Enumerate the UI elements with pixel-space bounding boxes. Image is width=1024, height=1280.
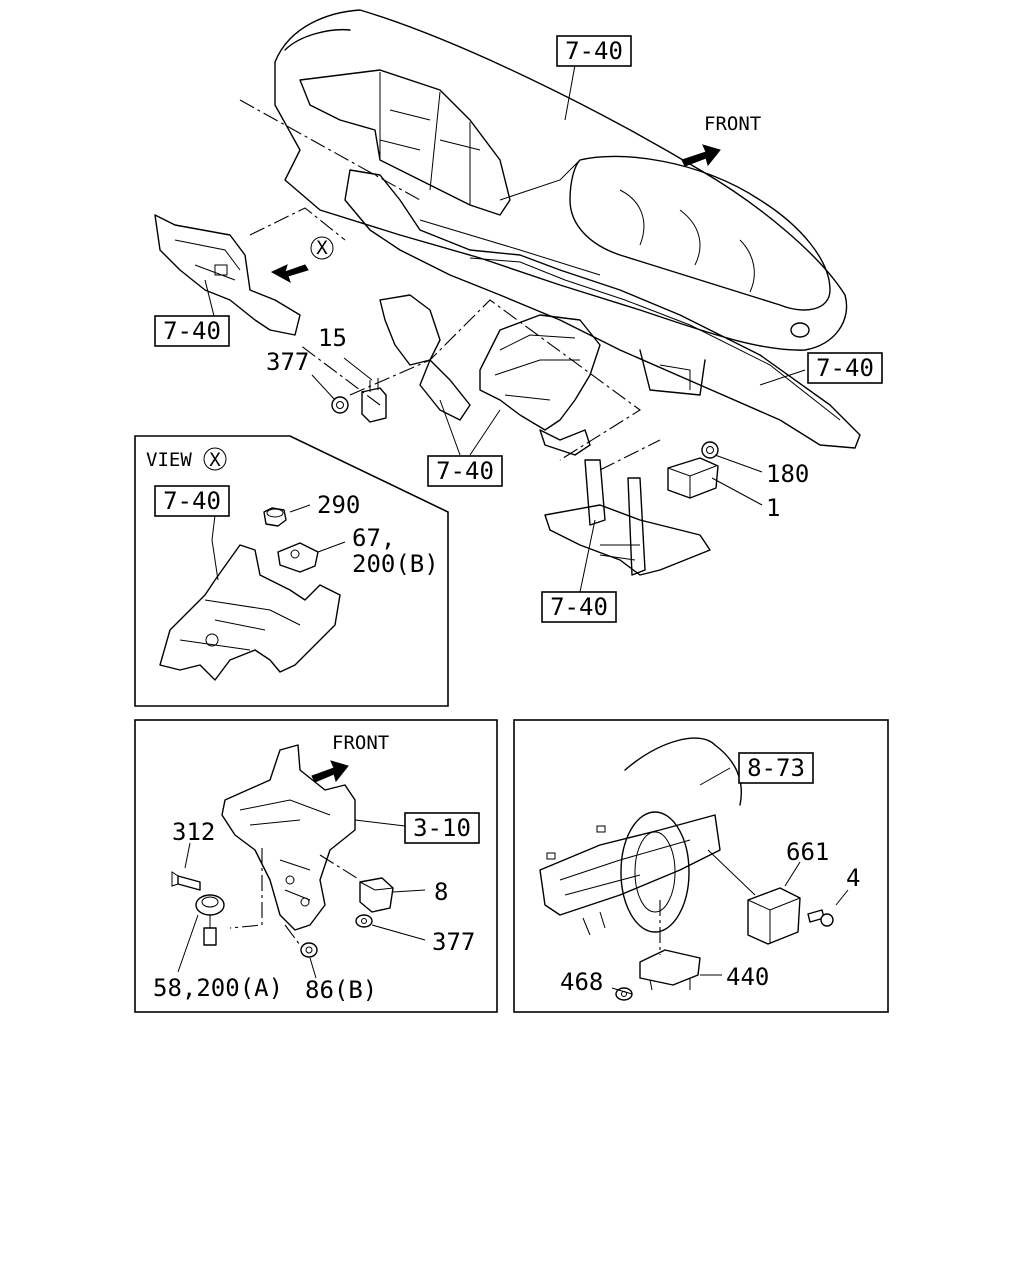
left-inset-part-312	[171, 871, 201, 891]
right-inset-ref-box[interactable]: 8-73	[738, 752, 814, 784]
right-inset-part-440	[639, 949, 701, 991]
view-x-bracket-drawing	[159, 544, 341, 681]
callout-290[interactable]: 290	[317, 491, 360, 519]
view-circle-icon: X	[310, 236, 334, 260]
callout-377[interactable]: 377	[266, 348, 309, 376]
part-1-module	[667, 441, 719, 499]
front-label: FRONT	[704, 113, 761, 135]
left-inset-ref-text: 3-10	[413, 814, 471, 842]
callout-4[interactable]: 4	[846, 864, 860, 892]
callout-312[interactable]: 312	[172, 818, 215, 846]
view-x-title: VIEW	[146, 449, 192, 471]
left-inset-part-86	[300, 942, 318, 958]
right-inset-panel: 8-73 661 4 468 440	[513, 719, 889, 1013]
right-inset-part-468	[615, 987, 633, 1001]
view-x-arrow-icon	[270, 264, 309, 284]
callout-468[interactable]: 468	[560, 968, 603, 996]
main-assembly-view: FRONT X 7-40 7-40 7-40 7-40 7-40	[154, 9, 883, 623]
front-arrow-icon	[311, 760, 349, 783]
callout-15[interactable]: 15	[318, 324, 347, 352]
view-x-ref-text: 7-40	[163, 487, 221, 515]
callout-180[interactable]: 180	[766, 460, 809, 488]
ref-box-right[interactable]: 7-40	[807, 352, 883, 384]
view-x-ref-box[interactable]: 7-40	[154, 485, 230, 517]
cross-member-drawing	[344, 169, 861, 449]
ref-box-bottom[interactable]: 7-40	[541, 591, 617, 623]
callout-58-200a[interactable]: 58,200(A)	[153, 974, 283, 1002]
ref-box-center[interactable]: 7-40	[427, 455, 503, 487]
left-inset-part-8	[359, 877, 394, 913]
instrument-panel-drawing	[274, 9, 848, 351]
view-x-panel: VIEW X 7-40 290 67, 200(B)	[134, 435, 449, 707]
left-inset-ref-box[interactable]: 3-10	[404, 812, 480, 844]
callout-661[interactable]: 661	[786, 838, 829, 866]
lower-bracket-drawing	[544, 459, 711, 576]
left-inset-panel: FRONT 3-10 312 8 377 58,200(A) 86(B)	[134, 719, 498, 1013]
ref-left-text: 7-40	[163, 317, 221, 345]
callout-1[interactable]: 1	[766, 494, 780, 522]
ref-box-left[interactable]: 7-40	[154, 315, 230, 347]
ref-top-text: 7-40	[565, 37, 623, 65]
callout-200b[interactable]: 200(B)	[352, 550, 439, 578]
left-inset-part-377	[355, 914, 373, 928]
left-side-bracket-drawing	[154, 214, 301, 336]
ref-right-text: 7-40	[816, 354, 874, 382]
callout-8[interactable]: 8	[434, 878, 448, 906]
left-inset-part-58	[195, 894, 225, 946]
right-inset-column-drawing	[539, 737, 742, 936]
callout-86b[interactable]: 86(B)	[305, 976, 377, 1004]
view-x-part-67	[277, 542, 319, 573]
center-bracket-drawing	[379, 294, 601, 456]
view-x-part-290	[263, 507, 287, 527]
left-inset-front-label: FRONT	[332, 732, 389, 754]
right-inset-part-661	[747, 887, 801, 945]
part-15-module	[331, 378, 387, 423]
ref-center-text: 7-40	[436, 457, 494, 485]
callout-440[interactable]: 440	[726, 963, 769, 991]
view-marker-text: X	[316, 237, 328, 259]
ref-box-top[interactable]: 7-40	[556, 35, 632, 67]
left-inset-bracket-drawing	[221, 744, 356, 931]
ref-bottom-text: 7-40	[550, 593, 608, 621]
callout-67[interactable]: 67,	[352, 524, 395, 552]
right-inset-part-4	[807, 909, 834, 927]
view-x-title-marker: X	[209, 449, 221, 471]
front-arrow-icon	[681, 144, 721, 167]
right-inset-ref-text: 8-73	[747, 754, 805, 782]
callout-377-inset[interactable]: 377	[432, 928, 475, 956]
